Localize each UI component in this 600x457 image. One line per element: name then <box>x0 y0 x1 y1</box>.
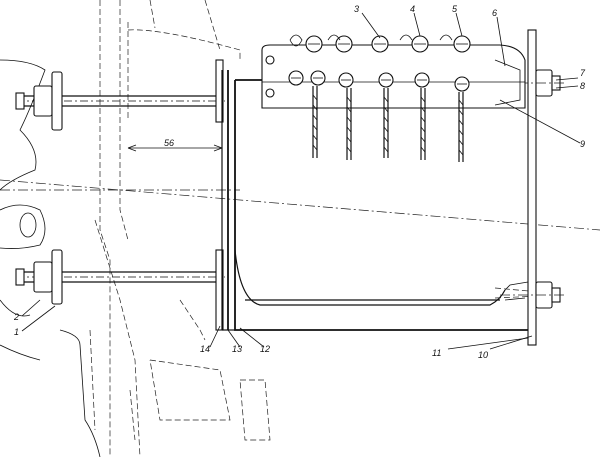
callout-10: 10 <box>478 350 488 360</box>
dimension-label: 56 <box>164 138 174 148</box>
terminal-screw[interactable] <box>310 70 326 86</box>
callout-11: 11 <box>432 348 441 358</box>
terminal-screws-upper <box>289 34 471 53</box>
engine-casting-outline <box>0 59 101 457</box>
callout-3: 3 <box>354 4 359 14</box>
terminal-screw[interactable] <box>414 72 430 88</box>
terminal-screw[interactable] <box>338 72 354 88</box>
terminal-screw[interactable] <box>371 35 389 53</box>
callout-12: 12 <box>260 344 270 354</box>
callout-7: 7 <box>580 68 586 78</box>
terminal-screw[interactable] <box>305 35 323 53</box>
callout-2: 2 <box>13 312 19 322</box>
rear-upper-nut <box>500 69 565 97</box>
terminal-screw[interactable] <box>335 35 353 53</box>
callout-5: 5 <box>452 4 458 14</box>
rear-lower-nut <box>500 281 565 309</box>
callout-labels: 3 4 5 6 7 8 9 10 11 12 13 14 2 1 <box>13 4 586 360</box>
lead-wires <box>312 86 464 162</box>
front-mounting-plate <box>215 59 235 331</box>
callout-4: 4 <box>410 4 415 14</box>
leader-lines <box>21 12 581 350</box>
terminal-screw[interactable] <box>411 35 429 53</box>
callout-13: 13 <box>232 344 242 354</box>
terminal-screw[interactable] <box>454 76 470 92</box>
callout-1: 1 <box>14 327 19 337</box>
lower-stud <box>15 249 225 305</box>
upper-stud <box>15 71 225 131</box>
callout-8: 8 <box>580 81 585 91</box>
callout-9: 9 <box>580 139 585 149</box>
terminal-screw[interactable] <box>453 35 471 53</box>
terminal-screw[interactable] <box>378 72 394 88</box>
terminal-screw[interactable] <box>288 70 304 86</box>
rear-flange-plate <box>527 29 537 346</box>
callout-14: 14 <box>200 344 210 354</box>
dimension-56: 56 <box>127 138 223 152</box>
terminal-screws-lower <box>288 70 470 92</box>
callout-6: 6 <box>492 8 497 18</box>
